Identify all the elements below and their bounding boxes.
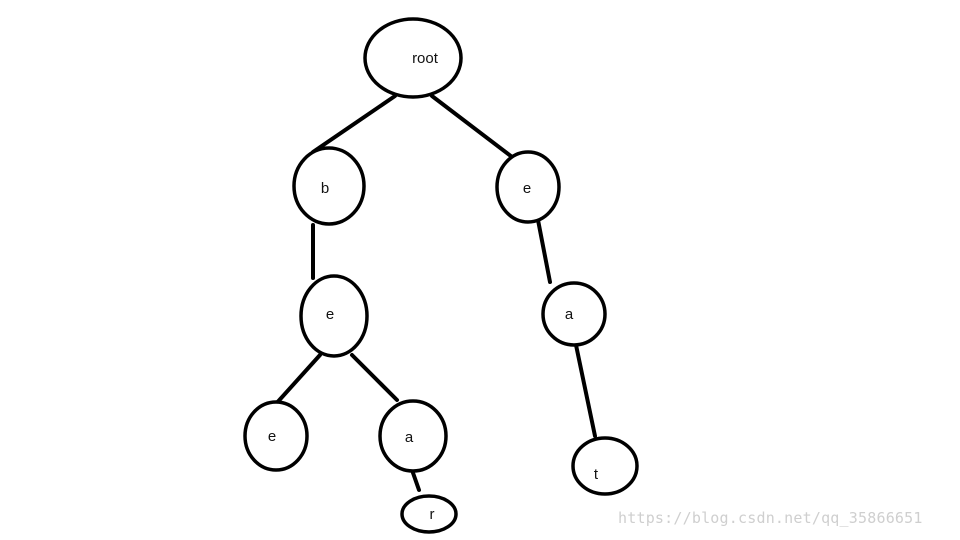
node-bee: e (243, 400, 309, 472)
node-bear-circle (400, 494, 458, 534)
watermark-url: https://blog.csdn.net/qq_35866651 (618, 509, 923, 527)
edges (272, 94, 597, 492)
node-root-label: root (412, 50, 439, 67)
node-e1: e (495, 150, 561, 224)
node-b-circle (292, 146, 366, 226)
node-root: root (363, 17, 463, 99)
node-eat: t (571, 436, 639, 496)
edge-root-e (430, 94, 518, 162)
node-bear-label: r (430, 506, 435, 523)
edge-be-bea (350, 353, 399, 402)
node-eat-circle (571, 436, 639, 496)
node-bea-label: a (405, 429, 414, 446)
node-bee-circle (243, 400, 309, 472)
node-b: b (292, 146, 366, 226)
node-ea-label: a (565, 306, 574, 323)
node-bea-circle (378, 399, 448, 473)
edge-e-a (536, 218, 552, 284)
node-be-circle (299, 274, 369, 358)
node-b-label: b (321, 180, 329, 197)
node-e1-label: e (523, 180, 531, 197)
edge-be-bee (272, 353, 322, 408)
node-eat-label: t (594, 466, 599, 483)
node-root-circle (363, 17, 463, 99)
nodes: root b e e a e a t (243, 17, 639, 534)
node-ea-circle (541, 281, 607, 347)
node-be: e (299, 274, 369, 358)
node-be-label: e (326, 306, 334, 323)
node-e1-circle (495, 150, 561, 224)
edge-bea-bear (410, 468, 421, 492)
edge-ea-eat (574, 343, 597, 438)
node-bee-label: e (268, 428, 276, 445)
edge-root-b (311, 94, 397, 154)
node-bear: r (400, 494, 458, 534)
node-ea: a (541, 281, 607, 347)
node-bea: a (378, 399, 448, 473)
